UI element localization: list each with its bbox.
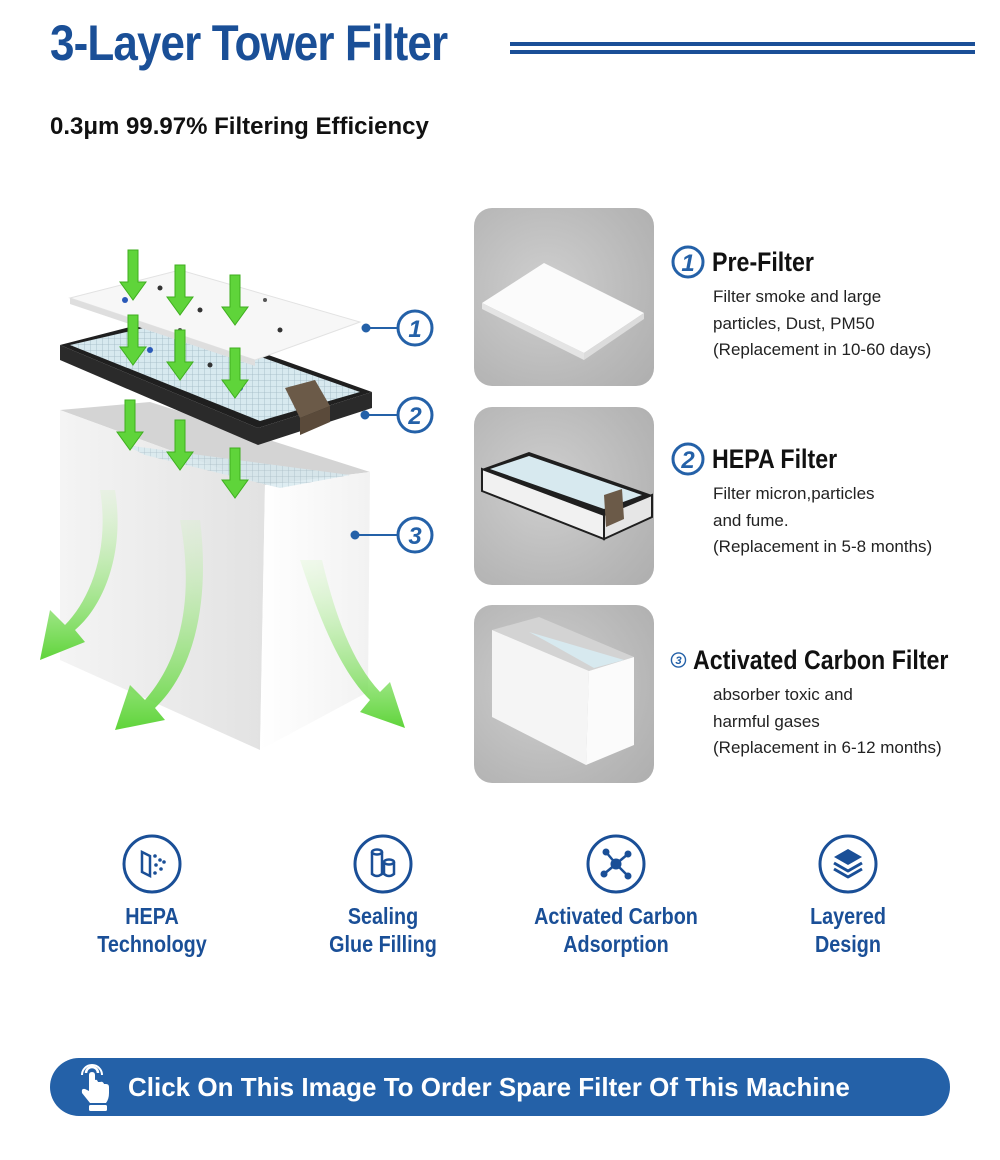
pre-filter-sheet <box>68 269 362 366</box>
layer-detail-line: particles, Dust, PM50 <box>713 313 875 333</box>
layer-replacement-interval: (Replacement in 5-8 months) <box>713 537 933 556</box>
particles <box>122 285 283 391</box>
layers-icon <box>818 834 878 894</box>
layer-name: Activated Carbon Filter <box>692 644 949 675</box>
callout-number-2: 2 <box>407 403 422 430</box>
callout-number-1: 1 <box>408 316 421 343</box>
carbon-filter-thumbnail <box>474 605 654 783</box>
layer-detail-line: and fume. <box>713 510 789 530</box>
carbon-filter-description: 3 Activated Carbon Filter absorber toxic… <box>670 642 990 762</box>
molecule-icon <box>586 834 646 894</box>
airflow-out-arrows <box>40 490 405 730</box>
pointing-hand-icon <box>81 1064 109 1111</box>
callout-leaders <box>350 323 400 540</box>
pre-filter-description: 1 Pre-Filter Filter smoke and large part… <box>670 244 990 364</box>
airflow-down-arrows <box>116 249 249 499</box>
svg-text:1: 1 <box>681 250 694 277</box>
layer-replacement-interval: (Replacement in 10-60 days) <box>713 340 932 359</box>
pre-filter-thumbnail <box>474 208 654 386</box>
page-subtitle: 0.3μm 99.97% Filtering Efficiency <box>50 113 429 140</box>
layer-name: HEPA Filter <box>712 443 838 474</box>
hepa-filter-thumbnail <box>474 407 654 585</box>
layer-replacement-interval: (Replacement in 6-12 months) <box>713 738 942 757</box>
order-spare-filter-button[interactable]: Click On This Image To Order Spare Filte… <box>50 1058 950 1116</box>
svg-text:3: 3 <box>675 655 682 667</box>
filter-exploded-diagram: 1 2 3 <box>40 249 434 750</box>
callout-badges: 1 2 3 <box>396 309 434 554</box>
number-2-badge-icon: 2 <box>671 442 705 476</box>
order-spare-filter-label: Click On This Image To Order Spare Filte… <box>128 1071 850 1102</box>
page-title: 3-Layer Tower Filter <box>50 15 448 71</box>
hepa-technology-icon <box>122 834 182 894</box>
layer-detail-line: Filter micron,particles <box>713 484 875 503</box>
layer-detail-line: absorber toxic and <box>713 685 853 704</box>
layer-name: Pre-Filter <box>712 246 814 277</box>
sealing-glue-icon <box>353 834 413 894</box>
hepa-filter-description: 2 HEPA Filter Filter micron,particles an… <box>670 441 990 561</box>
title-underline-decoration <box>510 42 975 56</box>
layer-detail-line: harmful gases <box>713 711 820 731</box>
callout-number-3: 3 <box>408 523 422 550</box>
number-1-badge-icon: 1 <box>671 245 705 279</box>
number-3-badge-icon: 3 <box>670 652 687 668</box>
svg-text:2: 2 <box>680 447 695 474</box>
layer-detail-line: Filter smoke and large <box>713 287 882 306</box>
